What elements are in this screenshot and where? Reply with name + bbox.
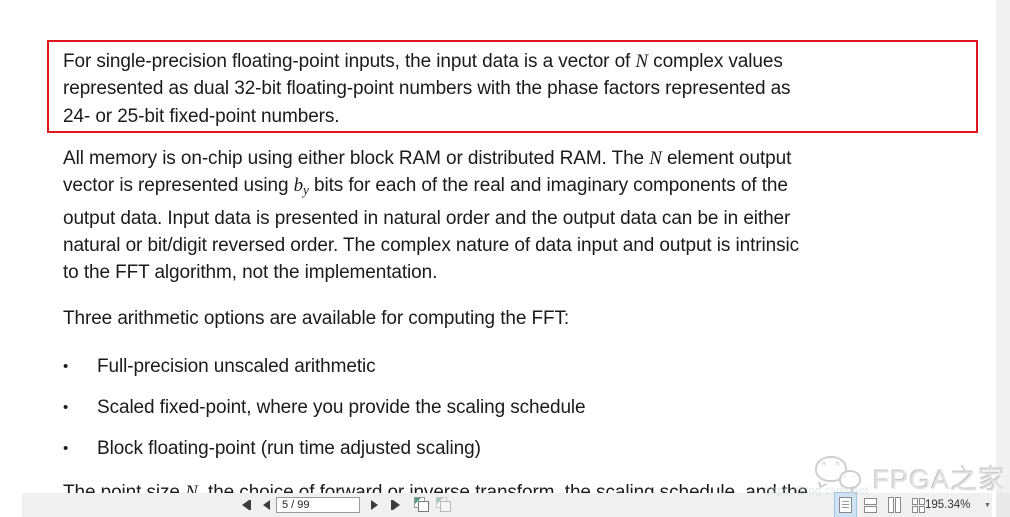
text-segment: For single-precision floating-point inpu… (63, 51, 636, 72)
previous-view-button[interactable] (412, 493, 432, 517)
bullet-text: Scaled fixed-point, where you provide th… (97, 397, 586, 418)
text-segment: to the FFT algorithm, not the implementa… (63, 262, 438, 284)
bubble-eyes: · · (844, 474, 857, 481)
text-segment: y (303, 183, 309, 199)
text-segment: natural or bit/digit reversed order. The… (63, 234, 799, 256)
zoom-level-label[interactable]: 195.34% (925, 499, 971, 511)
text-segment: N (649, 148, 662, 169)
highlighted-paragraph: For single-precision floating-point inpu… (49, 42, 976, 130)
text-line: to the FFT algorithm, not the implementa… (63, 259, 993, 286)
first-page-icon (241, 500, 249, 510)
bullet-icon: • (63, 440, 69, 457)
text-line: represented as dual 32-bit floating-poin… (63, 75, 976, 102)
bullet-icon: • (63, 358, 69, 375)
text-segment: bits for each of the real and imaginary … (308, 175, 788, 197)
text-line: natural or bit/digit reversed order. The… (63, 232, 993, 259)
scrollbar-corner (996, 493, 1010, 517)
bullet-text: Block floating-point (run time adjusted … (97, 438, 481, 459)
facing-continuous-view-button[interactable] (908, 493, 929, 517)
list-item: • Scaled fixed-point, where you provide … (63, 394, 963, 421)
facing-view-icon (888, 497, 901, 513)
last-page-icon-bar (390, 500, 393, 510)
text-line: The point size N, the choice of forward … (63, 479, 993, 494)
text-segment: The point size (63, 482, 186, 494)
text-segment: N (185, 482, 198, 494)
bullet-text: Full-precision unscaled arithmetic (97, 356, 376, 377)
wechat-icon: ^ ^ · · (813, 454, 869, 496)
text-segment: b (293, 175, 304, 197)
list-item: • Block floating-point (run time adjuste… (63, 435, 963, 462)
text-segment: represented as dual 32-bit floating-poin… (63, 78, 791, 100)
previous-page-icon (262, 500, 270, 510)
facing-view-button[interactable] (884, 493, 905, 517)
list-item: • Full-precision unscaled arithmetic (63, 353, 963, 380)
text-line: output data. Input data is presented in … (63, 205, 993, 232)
previous-page-fragment: .. (215, 16, 231, 19)
chat-bubble-small (839, 470, 861, 489)
last-page-icon (392, 500, 400, 510)
continuous-view-icon (864, 497, 877, 513)
previous-view-icon (414, 497, 430, 513)
highlight-annotation-box: For single-precision floating-point inpu… (47, 40, 978, 133)
text-segment: vector is represented using (63, 175, 294, 197)
bubble-eyes: ^ ^ (821, 460, 844, 470)
clipped-paragraph-line: The point size N, the choice of forward … (63, 479, 993, 494)
last-page-button[interactable] (385, 493, 405, 517)
paragraph-options-intro: Three arithmetic options are available f… (63, 308, 570, 329)
continuous-view-button[interactable] (860, 493, 881, 517)
facing-continuous-view-icon (912, 497, 925, 513)
page-number-field[interactable]: ▼ (276, 497, 431, 513)
page-number-input[interactable] (277, 499, 424, 511)
single-page-view-button[interactable] (834, 492, 857, 517)
brand-watermark-text: FPGA之家 (873, 465, 1007, 495)
text-segment: All memory is on-chip using either block… (63, 148, 650, 169)
text-segment: complex values (648, 51, 783, 72)
text-line: vector is represented using by bits for … (63, 172, 993, 204)
paragraph-memory: All memory is on-chip using either block… (63, 145, 993, 287)
text-segment: , the choice of forward or inverse trans… (197, 482, 808, 494)
vertical-scrollbar[interactable] (996, 0, 1010, 517)
next-view-icon (436, 497, 452, 513)
url-watermark: https://blog.csdn.net (764, 485, 869, 497)
text-line: 24- or 25-bit fixed-point numbers. (63, 103, 976, 130)
text-line: For single-precision floating-point inpu… (63, 48, 976, 75)
zoom-dropdown-icon[interactable]: ▼ (984, 501, 991, 509)
text-segment: N (635, 51, 648, 72)
next-page-icon (370, 500, 378, 510)
next-page-button[interactable] (366, 493, 382, 517)
reader-toolbar: ▼ (22, 492, 992, 517)
text-segment: 24- or 25-bit fixed-point numbers. (63, 105, 340, 127)
text-segment: element output (661, 148, 792, 169)
single-page-view-icon (839, 497, 852, 513)
brand-watermark: ^ ^ · · FPGA之家 (813, 450, 1006, 498)
text-line: All memory is on-chip using either block… (63, 145, 993, 172)
next-view-button[interactable] (434, 493, 454, 517)
previous-page-button[interactable] (258, 493, 274, 517)
text-segment: output data. Input data is presented in … (63, 207, 791, 229)
first-page-button[interactable] (236, 493, 256, 517)
first-page-icon-bar (248, 500, 251, 510)
bullet-icon: • (63, 399, 69, 416)
